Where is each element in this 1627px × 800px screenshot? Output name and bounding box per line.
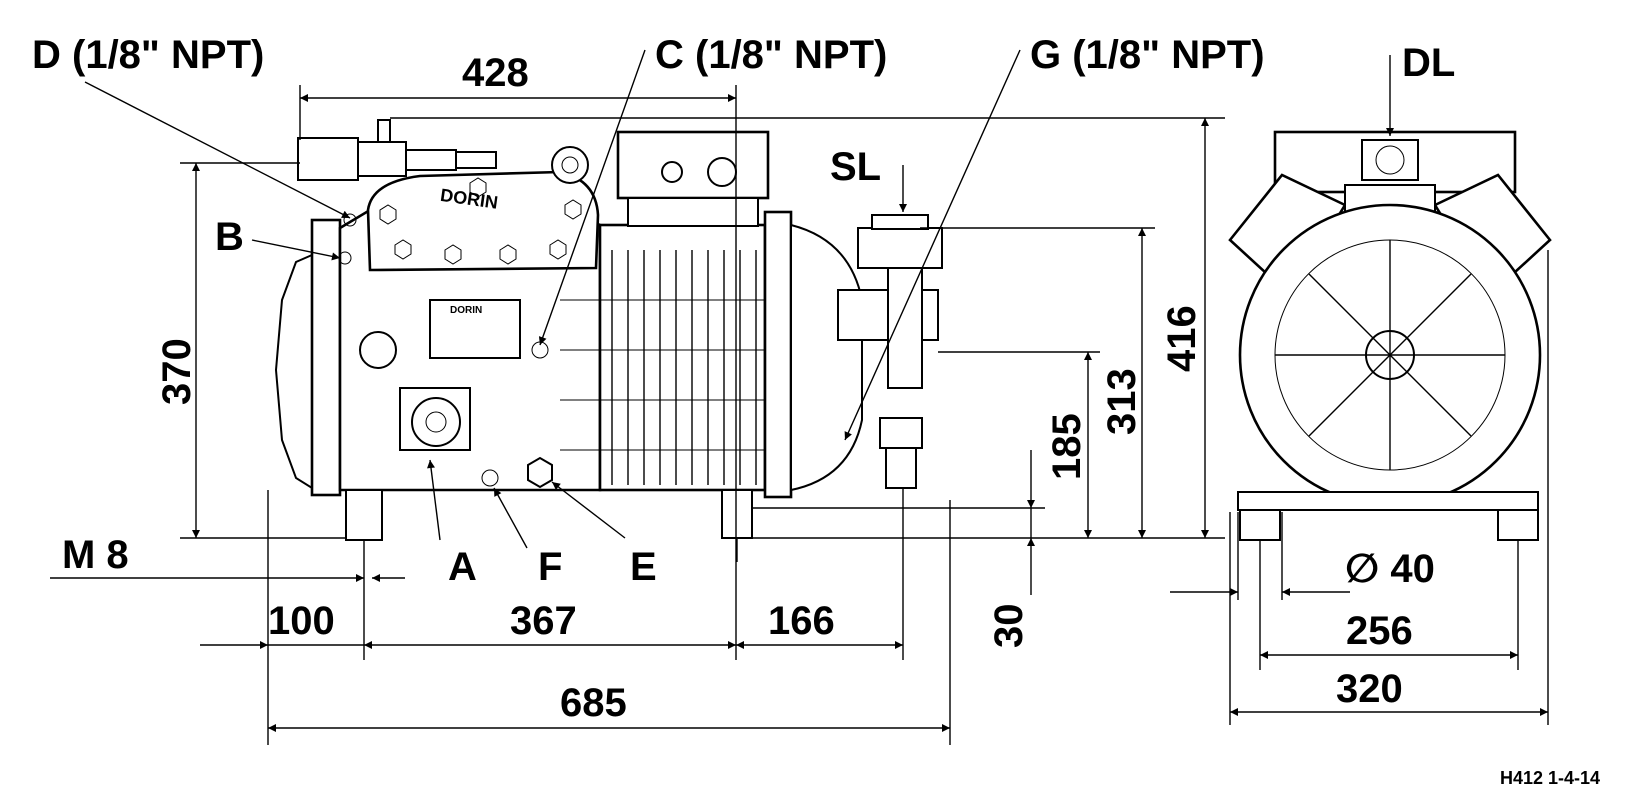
side-view: compressor trade DORIN DOR bbox=[274, 119, 943, 565]
terminal-box bbox=[616, 130, 770, 200]
dim-256: 256 bbox=[1346, 609, 1413, 653]
dim-166: 166 bbox=[768, 599, 835, 643]
dim-313: 313 bbox=[1100, 368, 1144, 435]
motor-end-flange bbox=[763, 210, 793, 499]
end-view-foot-left bbox=[1239, 509, 1281, 541]
motor-end-cover bbox=[790, 223, 863, 492]
head-bolts bbox=[379, 177, 582, 265]
label-port-SL: SL bbox=[830, 145, 881, 189]
end-view-base-rail bbox=[1237, 491, 1539, 511]
port-D bbox=[343, 213, 357, 227]
dim-367: 367 bbox=[510, 599, 577, 643]
suction-valve bbox=[837, 214, 943, 489]
end-view-discharge-connection bbox=[1361, 139, 1419, 181]
port-E bbox=[527, 456, 553, 489]
nameplate bbox=[429, 299, 521, 359]
dim-diameter-40: ∅ 40 bbox=[1345, 547, 1435, 591]
label-port-E: E bbox=[630, 545, 657, 589]
nameplate-logo: DORIN bbox=[450, 305, 482, 316]
label-port-D: D (1/8" NPT) bbox=[32, 33, 264, 77]
left-flange bbox=[310, 218, 342, 497]
dim-30: 30 bbox=[987, 604, 1031, 649]
label-port-B: B bbox=[215, 215, 244, 259]
label-port-DL: DL bbox=[1402, 41, 1455, 85]
discharge-valve-body bbox=[297, 137, 359, 181]
dim-685: 685 bbox=[560, 681, 627, 725]
sight-glass bbox=[359, 331, 397, 369]
dim-185: 185 bbox=[1045, 413, 1089, 480]
label-thread-M8: M 8 bbox=[62, 533, 129, 577]
end-view-foot-right bbox=[1497, 509, 1539, 541]
dim-100: 100 bbox=[268, 599, 335, 643]
label-port-C: C (1/8" NPT) bbox=[655, 33, 887, 77]
label-port-A: A bbox=[448, 545, 477, 589]
foot-left bbox=[345, 489, 383, 541]
dimension-lines bbox=[50, 49, 1549, 745]
lifting-eye bbox=[551, 146, 589, 184]
port-F bbox=[481, 469, 499, 487]
dim-320: 320 bbox=[1336, 667, 1403, 711]
foot-right bbox=[721, 489, 753, 539]
labels: D (1/8" NPT) C (1/8" NPT) G (1/8" NPT) D… bbox=[32, 33, 1600, 788]
motor-fins bbox=[560, 250, 765, 485]
left-end-cap bbox=[274, 253, 313, 490]
label-port-F: F bbox=[538, 545, 562, 589]
dim-370: 370 bbox=[155, 338, 199, 405]
drawing-code: H412 1-4-14 bbox=[1500, 768, 1600, 788]
end-view-ribs bbox=[1275, 240, 1505, 470]
label-port-G: G (1/8" NPT) bbox=[1030, 33, 1265, 77]
dim-428: 428 bbox=[462, 51, 529, 95]
dim-416: 416 bbox=[1160, 305, 1204, 372]
end-view bbox=[1228, 130, 1552, 560]
